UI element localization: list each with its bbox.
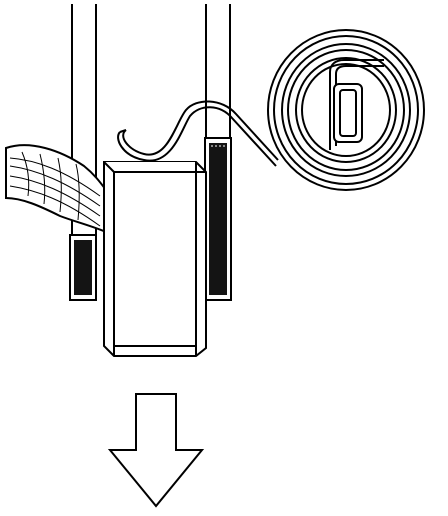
down-arrow — [107, 393, 205, 508]
slider-block — [103, 161, 207, 357]
wavy-ribbon — [5, 144, 107, 234]
left-dark-pad — [69, 234, 97, 301]
coiled-spring — [267, 29, 425, 191]
right-dark-pad — [204, 137, 232, 301]
spring-wire — [117, 100, 279, 167]
right-rail — [205, 4, 231, 140]
